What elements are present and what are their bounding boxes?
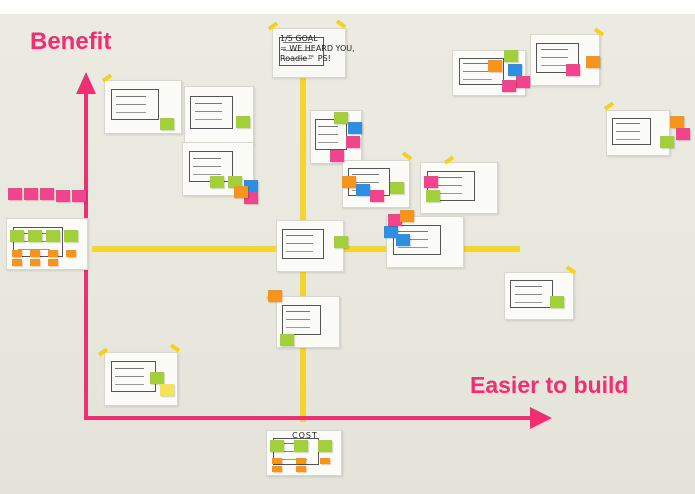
sticky-note [516,76,530,88]
sticky-note [676,128,690,140]
sticky-note [424,176,438,188]
sticky-note [40,188,54,200]
sticky-note [150,372,164,384]
sticky-note [348,122,362,134]
sticky-note [388,214,402,226]
sticky-note [160,384,174,396]
sticky-note [160,118,174,130]
sticky-note [342,176,356,188]
sticky-note [30,259,40,266]
sticky-note [488,60,502,72]
sticky-note [272,466,282,472]
sticky-note [390,182,404,194]
sticky-note [66,250,76,257]
sticky-note [280,334,294,346]
sticky-note [566,64,580,76]
sticky-note [670,116,684,128]
sketch-6 [420,162,498,214]
sticky-note [12,250,22,257]
sticky-note [334,236,348,248]
easier-to-build-label: Easier to build [470,372,629,398]
sketch-2 [184,86,254,144]
sticky-note [48,250,58,257]
easier-arrow-head-icon [530,407,552,429]
sticky-note [236,116,250,128]
benefit-label: Benefit [30,28,112,55]
sticky-note [296,466,306,472]
easier-arrow-shaft [86,416,534,420]
sticky-note [396,234,410,246]
sketch-14 [104,352,178,406]
sticky-note [346,136,360,148]
sticky-note [330,150,344,162]
sticky-note [426,190,440,202]
sticky-note [8,188,22,200]
sticky-note [12,259,22,266]
goal-note-text: 1/5 GOAL = WE HEARD YOU, Roadie™ PS! [280,34,355,63]
sketch-9 [606,110,670,156]
sticky-note [384,226,398,238]
sticky-note [24,188,38,200]
benefit-arrow-head-icon [76,72,96,94]
sticky-note [320,458,330,464]
sticky-note [228,176,242,188]
goal-note-paper [272,28,346,78]
sticky-note [550,296,564,308]
sticky-note [318,440,332,452]
sticky-note [504,50,518,62]
sticky-note [30,250,40,257]
sticky-note [56,190,70,202]
sketch-12 [276,296,340,348]
sticky-note [502,80,516,92]
sticky-note [234,186,248,198]
sticky-note [10,230,24,242]
sticky-note [294,440,308,452]
ceiling-strip [0,0,695,14]
sticky-note [586,56,600,68]
sticky-note [48,259,58,266]
sticky-note [400,210,414,222]
sticky-note [28,230,42,242]
sticky-note [64,230,78,242]
sticky-note [660,136,674,148]
sticky-note [334,112,348,124]
sketch-10 [276,220,344,272]
sticky-note [270,440,284,452]
sticky-note [268,290,282,302]
sticky-note [508,64,522,76]
sticky-note [370,190,384,202]
cost-label: COST [292,431,318,440]
sticky-note [272,458,282,464]
sticky-note [296,458,306,464]
sticky-note [356,184,370,196]
sticky-note [72,190,86,202]
benefit-group-paper [6,218,88,270]
sticky-note [46,230,60,242]
sticky-note [210,176,224,188]
